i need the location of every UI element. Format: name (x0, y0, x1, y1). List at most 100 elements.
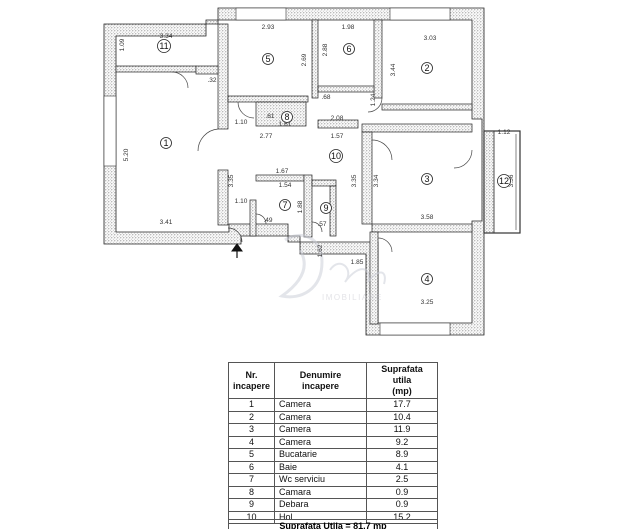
dimension-label: 1.67 (276, 168, 289, 175)
dimension-label: 1.10 (235, 198, 248, 205)
wall-kitchen-bath (311, 19, 319, 99)
room-area-cell: 8.9 (366, 448, 438, 462)
window-room1 (103, 95, 117, 167)
dimension-label: 2.69 (301, 53, 308, 66)
dimension-label: 2.88 (322, 43, 329, 56)
room-name-cell: Camara (274, 485, 367, 499)
dimension-label: 1.61 (279, 121, 292, 128)
room-area-cell: 17.7 (366, 398, 438, 412)
watermark-brand-text: IMOBILIARE (322, 293, 383, 302)
dimension-label: 1.10 (235, 119, 248, 126)
room-marker-8: 8 (281, 111, 293, 123)
floor-plan: IMOBILIARE 3.341.095.203.41.321.103.351.… (103, 7, 521, 336)
room-name-cell: Camera (274, 410, 367, 424)
room-number: 5 (265, 54, 270, 64)
room-marker-circle (421, 173, 433, 185)
room-name-cell: Baie (274, 460, 367, 474)
room-nr-cell: 10 (227, 510, 276, 524)
dimension-label: 2.08 (331, 115, 344, 122)
dimension-label: 3.35 (228, 174, 235, 187)
door-storage (311, 221, 323, 233)
room-marker-circle (279, 199, 291, 211)
dimension-label: 3.41 (160, 219, 173, 226)
door-kitchen (237, 101, 255, 119)
dimension-label: 3.35 (351, 174, 358, 187)
wall-wc-east (303, 174, 313, 238)
entrance-arrow-icon (231, 243, 243, 258)
dimension-label: 1.98 (342, 24, 355, 31)
door-room4 (377, 237, 393, 253)
dimension-label: .57 (317, 221, 326, 228)
window-room4 (379, 322, 451, 336)
area-table-footer: Suprafata Utila = 81.7 mp (228, 519, 438, 529)
room-name-cell: Camera (274, 398, 367, 412)
dimension-label: 3.34 (160, 33, 173, 40)
room-marker-circle (281, 111, 293, 123)
dimension-label: 1.57 (331, 133, 344, 140)
dimension-label: 1.85 (351, 259, 364, 266)
room-marker-circle (157, 39, 171, 53)
dimension-label: 1.62 (317, 244, 324, 257)
room-marker-circle (343, 43, 355, 55)
dimension-label: 3.44 (390, 63, 397, 76)
room-marker-1: 1 (160, 137, 172, 149)
room-marker-circle (160, 137, 172, 149)
door-room2 (367, 97, 383, 113)
wall-room1-east (217, 23, 229, 130)
dimension-label: 1.09 (119, 38, 126, 51)
dimension-label: 3.34 (373, 174, 380, 187)
dimension-label: .68 (321, 94, 330, 101)
room-name-cell: Wc serviciu (274, 473, 367, 487)
room-number: 3 (424, 174, 429, 184)
dimension-label: .32 (207, 77, 216, 84)
wall-pantry (255, 101, 307, 127)
room-marker-12: 12 (497, 174, 511, 188)
dimension-label: .49 (263, 217, 272, 224)
door-balcony-11 (171, 71, 189, 89)
dimension-label: 2.93 (262, 24, 275, 31)
dimension-label: 1.54 (279, 182, 292, 189)
room-name-cell: Camera (274, 423, 367, 437)
room-nr-cell: 9 (227, 498, 276, 512)
wall-room3-west (361, 131, 373, 225)
dimension-label: 1.88 (297, 200, 304, 213)
room-area-cell: 15.2 (366, 510, 438, 524)
dimension-label: 3.03 (424, 35, 437, 42)
room-number: 12 (499, 176, 509, 186)
dimension-label: 1.24 (370, 93, 377, 106)
wall-bath-room2 (373, 19, 383, 99)
room-area-cell: 10.4 (366, 410, 438, 424)
room-area-cell: 9.2 (366, 435, 438, 449)
dimension-label: 3.25 (421, 299, 434, 306)
room-marker-3: 3 (421, 173, 433, 185)
wall-room2-south (381, 103, 473, 111)
room-marker-circle (497, 174, 511, 188)
wall-room3-south (371, 223, 473, 233)
dimension-label: 1.12 (498, 129, 511, 136)
doors (171, 71, 473, 253)
room-number: 2 (424, 63, 429, 73)
room-marker-10: 10 (329, 149, 343, 163)
room-nr-cell: 3 (227, 423, 276, 437)
windows (103, 7, 451, 336)
room-nr-cell: 5 (227, 448, 276, 462)
balcony-12 (483, 130, 521, 234)
room-marker-4: 4 (421, 273, 433, 285)
room-name-cell: Camera (274, 435, 367, 449)
dimension-label: .61 (265, 113, 274, 120)
room-number: 10 (331, 151, 341, 161)
wall-kitchen-south (227, 95, 309, 103)
room-marker-circle (329, 149, 343, 163)
window-kitchen (235, 7, 287, 21)
room-number: 9 (323, 203, 328, 213)
dimension-label: 2.77 (260, 133, 273, 140)
door-entrance (227, 227, 243, 243)
